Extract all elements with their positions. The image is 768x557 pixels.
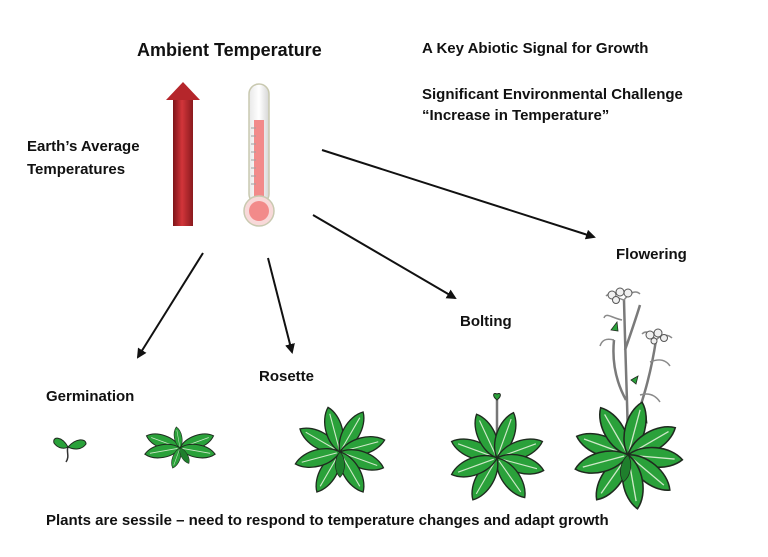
stage-label-bolting: Bolting [460,313,512,330]
stage-label-germination: Germination [46,388,135,405]
bolting-plant-illustration [447,393,547,505]
thermometer-icon [243,83,275,227]
challenge-text-line1: Significant Environmental Challenge [422,86,683,103]
arrow-to-germination [136,252,204,359]
rising-temperature-arrow [166,82,200,226]
footer-caption: Plants are sessile – need to respond to … [46,512,609,529]
signal-text: A Key Abiotic Signal for Growth [422,40,649,57]
earth-temperature-label-line1: Earth’s Average [27,138,140,155]
stage-label-flowering: Flowering [616,246,687,263]
arrow-to-rosette [267,257,295,354]
flowering-plant-illustration [571,287,685,512]
rosette-illustration [292,404,388,497]
arrow-to-flowering [321,149,596,240]
seedling-illustration [53,437,87,463]
challenge-text-line2: “Increase in Temperature” [422,107,610,124]
arrow-to-bolting [312,214,457,300]
earth-temperature-label-line2: Temperatures [27,161,126,178]
small-rosette-illustration [143,425,217,470]
stage-label-rosette: Rosette [259,368,315,385]
main-title: Ambient Temperature [137,40,322,60]
